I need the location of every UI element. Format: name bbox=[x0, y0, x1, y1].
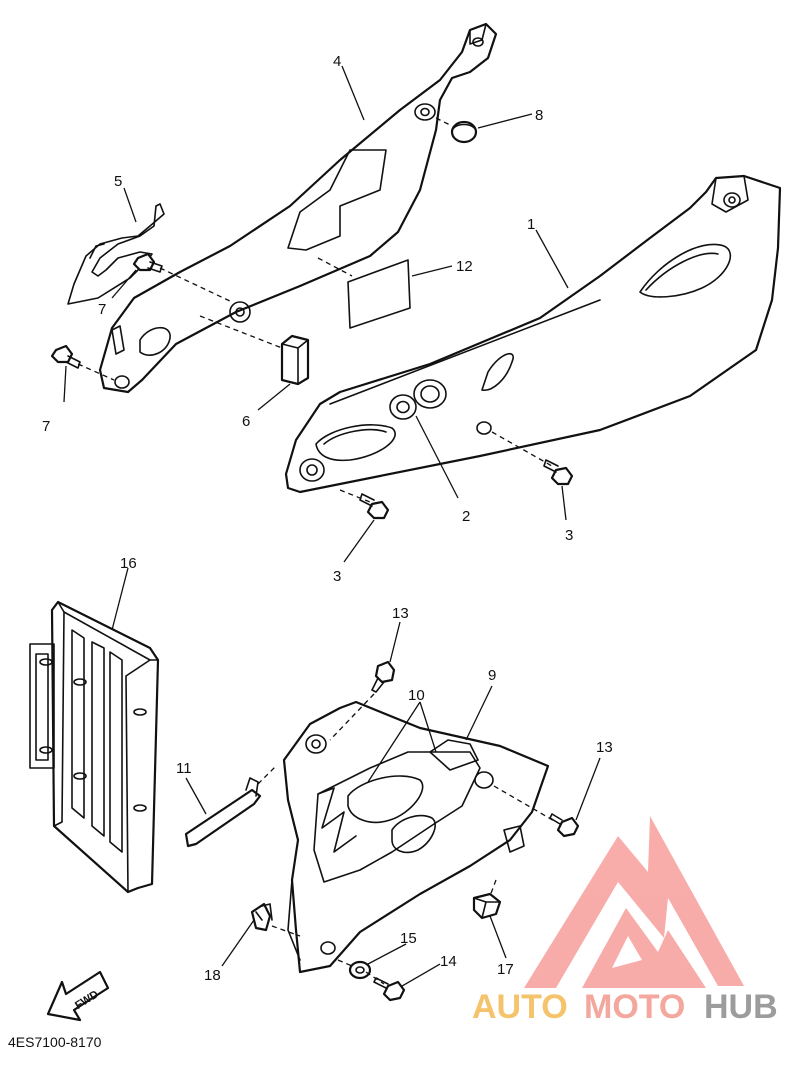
watermark-part-auto: AUTO bbox=[472, 988, 568, 1026]
bolt-part-14 bbox=[373, 977, 406, 1002]
callout-18: 18 bbox=[204, 967, 221, 984]
callout-4: 4 bbox=[333, 53, 341, 70]
watermark-text: AUTO MOTO HUB bbox=[472, 988, 778, 1026]
bolt-part-13-right bbox=[549, 813, 580, 838]
callout-3-left: 3 bbox=[333, 568, 341, 585]
part-code: 4ES7100-8170 bbox=[8, 1034, 102, 1050]
callout-12: 12 bbox=[456, 258, 473, 275]
bolt-part-7-upper bbox=[132, 252, 163, 273]
grommet-part-8 bbox=[450, 120, 478, 144]
watermark-part-moto: MOTO bbox=[584, 988, 685, 1026]
bolt-part-3-right bbox=[543, 459, 574, 486]
damper-part-6 bbox=[280, 334, 310, 386]
callout-7-upper: 7 bbox=[98, 301, 106, 318]
nut-part-17 bbox=[472, 892, 502, 920]
callout-11: 11 bbox=[176, 760, 192, 777]
watermark-part-hub: HUB bbox=[704, 988, 778, 1026]
side-panel-left bbox=[98, 22, 498, 394]
fwd-arrow-icon: FWD bbox=[46, 970, 110, 1022]
radiator-guard-part-16 bbox=[29, 600, 160, 894]
callout-13-right: 13 bbox=[596, 739, 613, 756]
label-part-12 bbox=[347, 259, 411, 329]
callout-10: 10 bbox=[408, 687, 425, 704]
assembly-lines bbox=[77, 117, 557, 985]
leader-lines bbox=[63, 65, 601, 987]
side-cover-right bbox=[284, 174, 782, 494]
bolt-part-7-lower bbox=[50, 344, 81, 369]
callout-16: 16 bbox=[120, 555, 137, 572]
watermark-logo-icon bbox=[524, 816, 744, 988]
callout-5: 5 bbox=[114, 173, 122, 190]
radiator-shroud-part-9 bbox=[282, 700, 550, 974]
callout-1: 1 bbox=[527, 216, 535, 233]
bolt-part-13-upper bbox=[371, 660, 396, 693]
callout-6: 6 bbox=[242, 413, 250, 430]
washer-part-15 bbox=[348, 960, 372, 980]
callout-2: 2 bbox=[462, 508, 470, 525]
callout-14: 14 bbox=[440, 953, 457, 970]
clip-part-18 bbox=[250, 902, 273, 932]
callout-15: 15 bbox=[400, 930, 417, 947]
bolt-part-3-left bbox=[359, 493, 390, 520]
bracket-part-11 bbox=[184, 777, 262, 848]
callout-17: 17 bbox=[497, 961, 514, 978]
callout-7-lower: 7 bbox=[42, 418, 50, 435]
callout-9: 9 bbox=[488, 667, 496, 684]
callout-13-upper: 13 bbox=[392, 605, 409, 622]
callout-numbers: 4 5 7 7 8 12 6 1 2 3 3 16 13 10 9 11 13 … bbox=[42, 53, 613, 984]
decal-part-5 bbox=[67, 203, 165, 305]
callout-3-right: 3 bbox=[565, 527, 573, 544]
callout-8: 8 bbox=[535, 107, 543, 124]
